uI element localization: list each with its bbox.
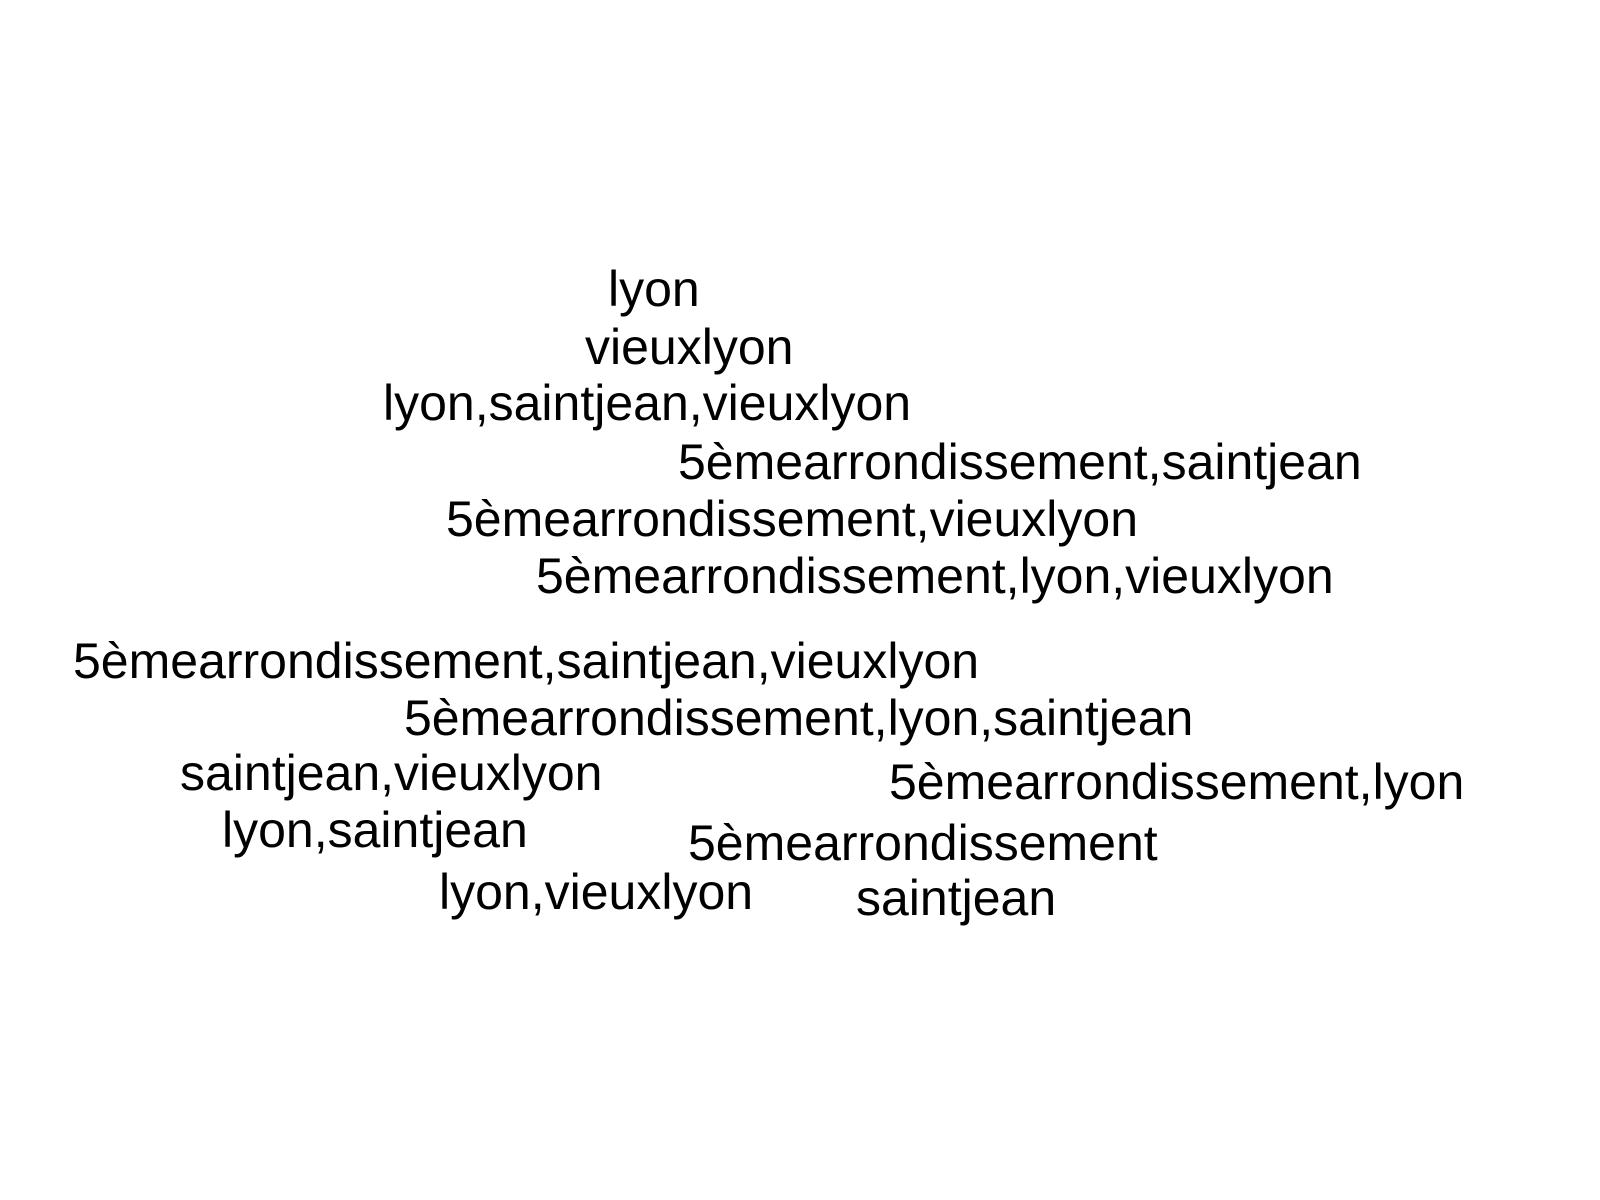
cloud-term: 5èmearrondissement,saintjean: [678, 434, 1362, 490]
cloud-term: lyon,vieuxlyon: [439, 864, 754, 920]
cloud-term: 5èmearrondissement,lyon: [889, 754, 1465, 810]
cloud-term: 5èmearrondissement,lyon,vieuxlyon: [536, 548, 1334, 604]
cloud-term: 5èmearrondissement: [688, 815, 1158, 871]
cloud-term: vieuxlyon: [585, 319, 794, 375]
cloud-term: 5èmearrondissement,vieuxlyon: [446, 491, 1139, 547]
cloud-term: saintjean,vieuxlyon: [180, 745, 603, 801]
cloud-term: 5èmearrondissement,lyon,saintjean: [404, 690, 1194, 746]
cloud-term: saintjean: [856, 870, 1057, 926]
cloud-term: lyon: [608, 261, 700, 317]
cloud-term: lyon,saintjean: [222, 802, 528, 858]
cloud-term: 5èmearrondissement,saintjean,vieuxlyon: [73, 633, 980, 689]
cloud-term: lyon,saintjean,vieuxlyon: [383, 375, 912, 431]
